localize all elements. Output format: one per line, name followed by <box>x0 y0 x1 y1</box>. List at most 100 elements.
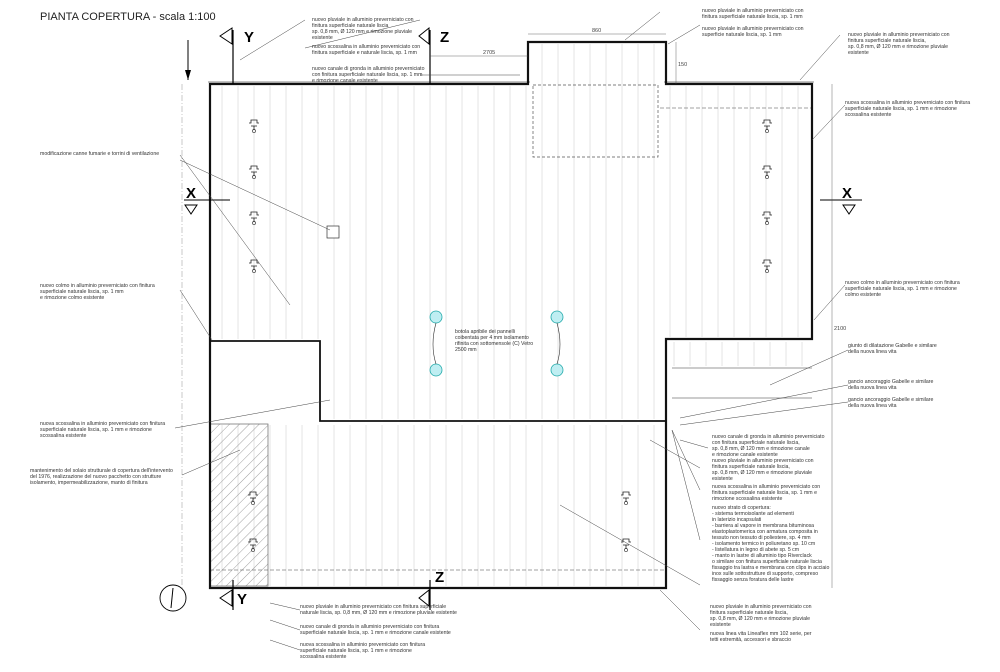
annotation-note-line: esistente <box>848 50 869 56</box>
annotation-note-line: - isolamento termico in poliuretano sp. … <box>712 541 815 547</box>
annotation-note-line: della nuova linea vita <box>848 385 897 391</box>
annotation-note-line: finitura superficiale naturale liscia, s… <box>702 14 803 20</box>
annotation-note-line: sp. 0,8 mm, Ø 120 mm e rimozione pluvial… <box>848 44 948 50</box>
vent-icon <box>621 491 631 502</box>
section-y-bottom-label: Y <box>237 591 247 608</box>
north-arrow-icon <box>159 584 187 612</box>
annotation-note-line: in laterizio incapsulati <box>712 517 761 523</box>
right-lower-lines <box>672 367 812 399</box>
annotation-note-line: modificazione canne fumarie e torrini di… <box>40 151 159 157</box>
dimension-860: 860 <box>592 28 601 34</box>
vent-icon <box>762 259 772 270</box>
annotation-note-line: esistente <box>710 622 731 628</box>
annotation-note-line: superficie naturale liscia, sp. 1 mm <box>702 32 782 38</box>
annotation-note-line: colmo esistente <box>845 292 881 298</box>
annotation-note-line: con finitura superficiale naturale lisci… <box>312 72 422 78</box>
annotation-note-line: rifinita con sottomensole (C) Vetro <box>455 341 533 347</box>
annotation-note-line: o similare con finitura superficiale nat… <box>712 559 822 565</box>
annotation-note-line: nuovo pluviale in alluminio preverniciat… <box>300 604 446 610</box>
roof-hatches <box>429 310 564 377</box>
dimension-2705: 2705 <box>483 50 495 56</box>
vent-icon <box>762 165 772 176</box>
annotation-note-line: 2500 mm <box>455 347 477 353</box>
annotation-note-line: scossalina esistente <box>845 112 892 118</box>
annotation-note-line: sp. 0,8 mm, Ø 120 mm e rimozione pluvial… <box>312 29 412 35</box>
section-y-top-label: Y <box>244 29 254 46</box>
annotation-note-line: della nuova linea vita <box>848 403 897 409</box>
annotation-note-line: del 1976, realizzazione del nuovo pacche… <box>30 474 161 480</box>
vent-icon <box>765 269 769 273</box>
annotation-note-line: nuovo pluviale in alluminio preverniciat… <box>702 26 804 32</box>
annotation-note-line: nuovo pluviale in alluminio preverniciat… <box>848 32 950 38</box>
annotation-note-line: elastoplastomerica con armatura composit… <box>712 529 818 535</box>
annotation-note-line: nuovo scossalina in alluminio prevernici… <box>312 44 420 50</box>
annotation-note-line: nuovo colmo in alluminio preverniciato c… <box>845 280 960 286</box>
annotation-note-line: nuovo colmo in alluminio preverniciato c… <box>40 283 155 289</box>
dimension-lines: 2705 860 150 2100 <box>430 28 846 588</box>
hatched-slab-area <box>209 423 269 587</box>
annotation-note-line: finitura superficiale naturale liscia, <box>848 38 926 44</box>
annotation-note-line: tetti estremità, accessori e sbraccio <box>710 637 791 643</box>
annotation-note-line: superficiale naturale liscia, sp. 1 mm e… <box>40 427 152 433</box>
vent-icon <box>762 119 772 130</box>
annotation-note-line: mantenimento del solaio strutturale di c… <box>30 468 173 474</box>
ventilation-chimneys <box>248 119 772 552</box>
annotation-note-line: botola apribile dei pannelli <box>455 329 515 335</box>
annotation-note-line: finitura superficiale naturale liscia, s… <box>712 490 817 496</box>
chimney-square <box>326 225 340 239</box>
annotation-note-line: - manto in lastre di alluminio tipo Rive… <box>712 553 812 559</box>
annotation-note-line: nuovo pluviale in alluminio preverniciat… <box>712 458 814 464</box>
annotation-note-line: fissaggio tra lastra e membrana con clip… <box>712 565 829 571</box>
annotation-note-line: inox sulle sottostrutture di supporto, c… <box>712 571 818 577</box>
annotation-note-line: naturale liscia, sp. 0,8 mm, Ø 120 mm e … <box>300 610 457 616</box>
annotation-note-line: sp. 0,8 mm, Ø 120 mm e rimozione pluvial… <box>712 470 812 476</box>
annotation-note-line: nuovo canale di gronda in alluminio prev… <box>300 624 439 630</box>
annotation-note-line: nuovo canale di gronda in alluminio prev… <box>712 434 825 440</box>
vent-icon <box>765 129 769 133</box>
annotation-note-line: e rimozione canale esistente <box>312 78 378 84</box>
annotation-note-line: finitura superficiale naturale liscia <box>312 23 389 29</box>
dimension-2100: 2100 <box>834 326 846 332</box>
annotation-note-line: e rimozione canale esistente <box>712 452 778 458</box>
vent-icon <box>624 548 628 552</box>
annotation-note-line: finitura superficiale naturale liscia, <box>712 464 790 470</box>
annotation-note-line: superficiale naturale liscia, sp. 1 mm e… <box>845 286 957 292</box>
roof-inner-step <box>210 340 666 422</box>
annotation-note-line: con finitura superficiale naturale lisci… <box>712 440 800 446</box>
vent-icon <box>252 175 256 179</box>
annotation-note-line: nuovo pluviale in alluminio preverniciat… <box>312 17 414 23</box>
annotation-note-line: finitura superficiale naturale liscia, <box>710 610 788 616</box>
vent-icon <box>762 211 772 222</box>
annotation-note-line: isolamento, impermeabilizzazione, manto … <box>30 480 148 486</box>
vent-icon <box>765 175 769 179</box>
annotation-note-line: nuova scossalina in alluminio prevernici… <box>40 421 165 427</box>
section-x-left-label: X <box>186 185 196 202</box>
vent-icon <box>251 501 255 505</box>
annotation-note-line: nuova linea vita Lineaflex mm 102 serie,… <box>710 631 812 637</box>
drawing-title: PIANTA COPERTURA - scala 1:100 <box>40 11 216 23</box>
annotation-note-line: giunto di dilatazione Gabelle e similare <box>848 343 937 349</box>
annotation-note-line: nuova scossalina in alluminio prevernici… <box>300 642 425 648</box>
roof-outline <box>208 40 814 590</box>
annotation-note-line: sp. 0,8 mm, Ø 120 mm e rimozione pluvial… <box>710 616 810 622</box>
annotation-note-line: nuovo strato di copertura: <box>712 505 771 511</box>
vent-icon <box>765 221 769 225</box>
annotation-note-line: superficiale naturale liscia, sp. 1 mm e… <box>845 106 957 112</box>
section-z-top-label: Z <box>440 29 449 46</box>
annotation-note-line: gancio ancoraggio Gabelle e similare <box>848 379 933 385</box>
annotation-note-line: esistente <box>312 35 333 41</box>
section-markers: Y Z X X Y Z <box>184 26 862 610</box>
upper-skylight-outline <box>532 84 659 158</box>
dimension-150: 150 <box>678 62 687 68</box>
annotation-note-line: nuovo pluviale in alluminio preverniciat… <box>702 8 804 14</box>
vent-icon <box>251 548 255 552</box>
annotation-note-line: e rimozione colmo esistente <box>40 295 104 301</box>
annotation-note-line: nuova scossalina in alluminio prevernici… <box>845 100 970 106</box>
section-z-bottom-label: Z <box>435 569 444 586</box>
annotation-note-line: tessuto non tessuto di poliestere, sp. 4… <box>712 535 811 541</box>
annotation-note-line: nuovo canale di gronda in alluminio prev… <box>312 66 425 72</box>
annotation-note-line: esistente <box>712 476 733 482</box>
annotation-note-line: fissaggio senza foratura delle lastre <box>712 577 794 583</box>
